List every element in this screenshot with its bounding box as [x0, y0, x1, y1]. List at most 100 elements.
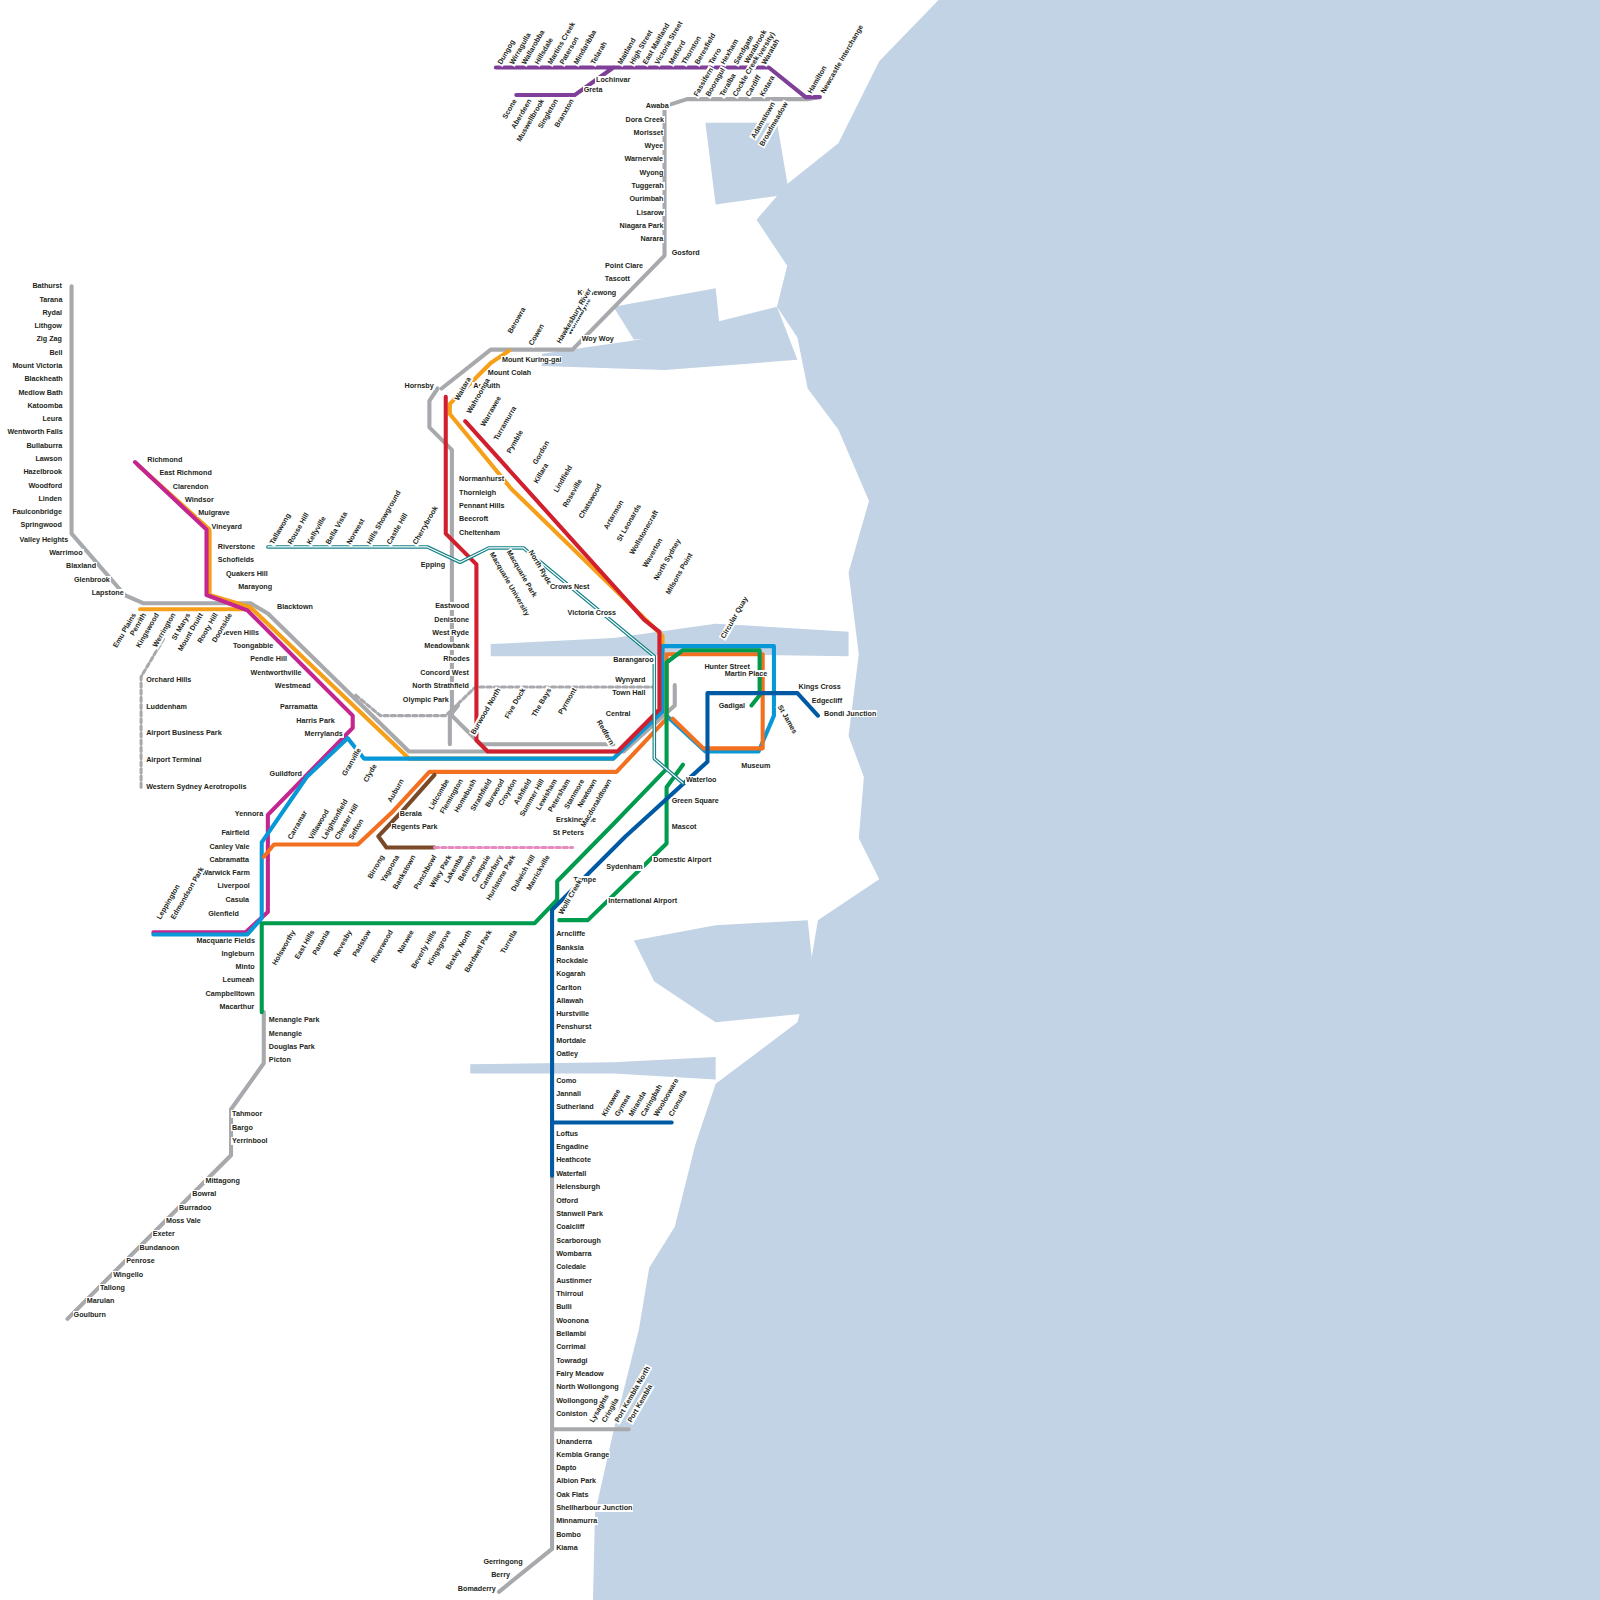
- station-label: Merrylands: [304, 730, 344, 738]
- station-label: Mascot: [671, 823, 698, 831]
- station-label: Kembla Grange: [555, 1451, 610, 1459]
- station-label: Tallong: [99, 1284, 126, 1292]
- station-label: Richmond: [146, 456, 183, 464]
- station-label: Tascott: [604, 275, 631, 283]
- station-label: Bulli: [555, 1303, 573, 1311]
- station-label: Carlton: [555, 984, 582, 992]
- station-label: Otford: [555, 1197, 579, 1205]
- station-label: Ourimbah: [629, 195, 665, 203]
- station-label: Western Sydney Aerotropolis: [145, 783, 247, 791]
- rail-line: [429, 388, 613, 744]
- station-label: Helensburgh: [555, 1183, 601, 1191]
- station-label: Hills Showground: [365, 488, 403, 546]
- station-label: North Strathfield: [411, 682, 470, 690]
- station-label: International Airport: [607, 897, 678, 905]
- station-label: Burwood North: [469, 686, 503, 737]
- station-label: Vineyard: [211, 523, 243, 531]
- station-label: Coniston: [555, 1410, 588, 1418]
- station-label: Medlow Bath: [17, 389, 63, 397]
- station-label: Valley Heights: [19, 536, 70, 544]
- station-label: Waterloo: [685, 776, 717, 784]
- station-label: Awaba: [645, 102, 670, 110]
- station-label: Wentworthville: [250, 669, 303, 677]
- station-label: Albion Park: [555, 1477, 597, 1485]
- rail-line: [442, 97, 818, 388]
- station-label: Leura: [41, 415, 63, 423]
- station-label: Pyrmont: [556, 686, 578, 717]
- station-label: East Richmond: [158, 469, 212, 477]
- station-label: Cherrybrook: [411, 504, 440, 547]
- station-label: Regents Park: [391, 823, 439, 831]
- sea-shape: [470, 1057, 715, 1079]
- station-label: Schofields: [217, 556, 255, 564]
- station-label: Green Square: [671, 797, 720, 805]
- station-label: Chatswood: [576, 482, 603, 521]
- rail-line: [378, 775, 434, 848]
- station-label: The Bays: [530, 686, 554, 719]
- station-label: Como: [555, 1077, 577, 1085]
- station-label: Rockdale: [555, 957, 589, 965]
- station-label: Point Clare: [604, 262, 644, 270]
- station-label: Faulconbridge: [11, 508, 63, 516]
- station-label: Seven Hills: [220, 629, 260, 637]
- station-label: Bomaderry: [457, 1585, 497, 1593]
- rail-line: [141, 639, 163, 787]
- station-label: Penrose: [125, 1257, 155, 1265]
- station-label: Pendle Hill: [249, 655, 288, 663]
- station-label: Redfern: [595, 718, 616, 747]
- station-label: Picton: [268, 1056, 292, 1064]
- sea-shape: [593, 0, 1600, 1600]
- station-label: Exeter: [152, 1230, 176, 1238]
- station-label: Oak Flats: [555, 1491, 589, 1499]
- station-label: Mount Colah: [487, 369, 533, 377]
- station-label: Yennora: [234, 810, 264, 818]
- station-label: Central: [605, 710, 632, 718]
- station-label: Warnervale: [624, 155, 665, 163]
- station-label: Padstow: [351, 928, 373, 959]
- station-label: Clarendon: [172, 483, 210, 491]
- station-label: Banksia: [555, 944, 585, 952]
- station-label: Wyee: [644, 142, 665, 150]
- station-label: Glenbrook: [73, 576, 111, 584]
- station-label: Mittagong: [204, 1177, 240, 1185]
- station-label: Minto: [235, 963, 256, 971]
- station-label: Turrella: [499, 928, 519, 956]
- station-label: North Wollongong: [555, 1383, 620, 1391]
- station-label: Mount Victoria: [11, 362, 63, 370]
- station-label: Tarana: [38, 296, 63, 304]
- rail-line: [262, 650, 760, 1012]
- station-label: Oatley: [555, 1050, 579, 1058]
- station-label: Meadowbank: [423, 642, 470, 650]
- metro-conversion: [435, 846, 573, 849]
- sea-shape: [491, 624, 849, 657]
- station-label: Mount Kuring-gai: [501, 356, 562, 364]
- station-label: Barangaroo: [612, 656, 654, 664]
- station-label: Bowral: [191, 1190, 217, 1198]
- station-label: Gadigal: [718, 702, 746, 710]
- station-label: Sutherland: [555, 1103, 595, 1111]
- sea: [470, 0, 1600, 1600]
- rail-line: [264, 654, 763, 856]
- station-label: Springwood: [19, 521, 63, 529]
- station-label: Dora Creek: [625, 116, 665, 124]
- station-label: Greta: [583, 86, 604, 94]
- station-label: Crows Nest: [549, 583, 591, 591]
- station-label: Narara: [640, 235, 665, 243]
- station-label: Martin Place: [724, 670, 768, 678]
- station-label: Orchard Hills: [145, 676, 192, 684]
- station-label: Wingello: [112, 1271, 144, 1279]
- station-label: Jannali: [555, 1090, 582, 1098]
- station-label: Coledale: [555, 1263, 587, 1271]
- sea-shape: [613, 288, 720, 339]
- rail-line: [435, 846, 573, 849]
- metro-line: [268, 547, 683, 783]
- station-label: Liverpool: [216, 882, 250, 890]
- station-label: Niagara Park: [619, 222, 665, 230]
- station-label: Sydenham: [605, 863, 643, 871]
- sea-shape: [634, 920, 818, 1022]
- station-label: Domestic Airport: [652, 856, 712, 864]
- station-label: Loftus: [555, 1130, 579, 1138]
- station-label: Telarah: [589, 40, 609, 67]
- station-label: Unanderra: [555, 1438, 593, 1446]
